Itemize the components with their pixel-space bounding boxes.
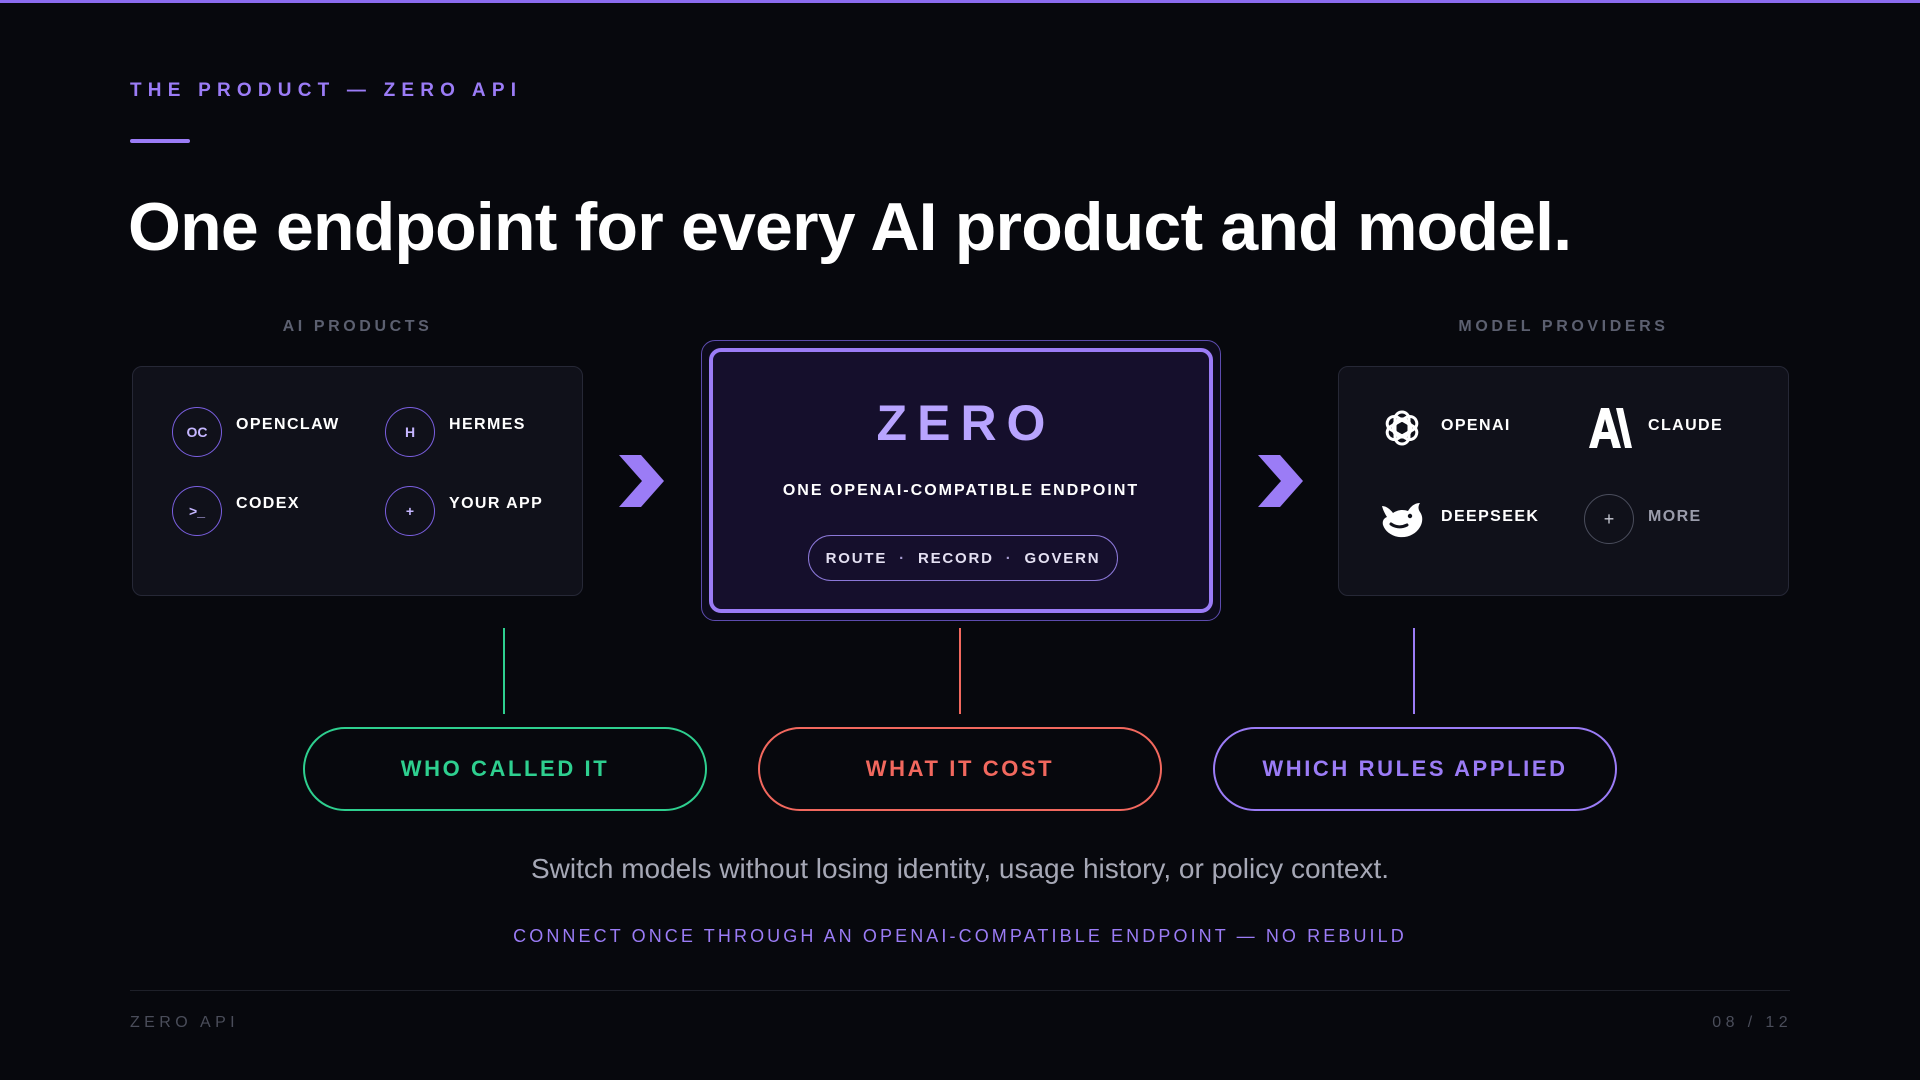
provider-label: CLAUDE bbox=[1648, 417, 1724, 434]
route-record-govern-pill: ROUTE · RECORD · GOVERN bbox=[808, 535, 1118, 581]
ai-products-panel: OC OPENCLAW H HERMES >_ CODEX + YOUR APP bbox=[132, 366, 583, 596]
pill-record: RECORD bbox=[917, 549, 994, 567]
footer-divider bbox=[130, 990, 1790, 991]
anthropic-logo-icon bbox=[1584, 403, 1634, 453]
pill-route: ROUTE bbox=[825, 549, 888, 567]
tag-which-rules-applied: WHICH RULES APPLIED bbox=[1213, 727, 1617, 811]
top-accent-rule bbox=[0, 0, 1920, 3]
model-providers-label: MODEL PROVIDERS bbox=[1458, 318, 1669, 335]
product-your-app: + YOUR APP bbox=[385, 486, 543, 536]
zero-subtitle: ONE OPENAI-COMPATIBLE ENDPOINT bbox=[782, 482, 1140, 499]
connector-what-cost bbox=[959, 628, 961, 714]
zero-endpoint-inner: ZERO ONE OPENAI-COMPATIBLE ENDPOINT ROUT… bbox=[709, 348, 1213, 613]
subcaption: CONNECT ONCE THROUGH AN OPENAI-COMPATIBL… bbox=[513, 926, 1407, 946]
terminal-prompt-icon: >_ bbox=[172, 486, 222, 536]
product-codex: >_ CODEX bbox=[172, 486, 300, 536]
tag-what-it-cost: WHAT IT COST bbox=[758, 727, 1162, 811]
page-title: One endpoint for every AI product and mo… bbox=[128, 189, 1572, 265]
eyebrow-underline bbox=[130, 139, 190, 143]
chevron-right-icon bbox=[1258, 455, 1303, 507]
connector-who-called bbox=[503, 628, 505, 714]
zero-endpoint-card: ZERO ONE OPENAI-COMPATIBLE ENDPOINT ROUT… bbox=[701, 340, 1221, 621]
provider-label: MORE bbox=[1648, 508, 1702, 525]
connector-rules bbox=[1413, 628, 1415, 714]
plus-icon: + bbox=[385, 486, 435, 536]
pill-separator: · bbox=[1005, 549, 1013, 567]
hermes-badge-icon: H bbox=[385, 407, 435, 457]
tag-who-called-it: WHO CALLED IT bbox=[303, 727, 707, 811]
pill-separator: · bbox=[899, 549, 906, 567]
zero-wordmark: ZERO bbox=[876, 395, 1056, 451]
page-number: 08 / 12 bbox=[1712, 1014, 1792, 1031]
openai-logo-icon bbox=[1377, 403, 1427, 453]
product-label: OPENCLAW bbox=[236, 416, 340, 433]
caption: Switch models without losing identity, u… bbox=[530, 853, 1390, 884]
product-openclaw: OC OPENCLAW bbox=[172, 407, 340, 457]
provider-claude: CLAUDE bbox=[1584, 403, 1723, 453]
provider-label: OPENAI bbox=[1441, 417, 1511, 434]
deepseek-logo-icon bbox=[1377, 494, 1427, 544]
pill-govern: GOVERN bbox=[1024, 549, 1101, 567]
provider-deepseek: DEEPSEEK bbox=[1377, 494, 1539, 544]
provider-label: DEEPSEEK bbox=[1441, 508, 1540, 525]
product-label: YOUR APP bbox=[449, 495, 544, 512]
product-label: CODEX bbox=[236, 495, 300, 512]
openclaw-badge-icon: OC bbox=[172, 407, 222, 457]
ai-products-label: AI PRODUCTS bbox=[282, 318, 433, 335]
plus-icon: + bbox=[1584, 494, 1634, 544]
footer-brand: ZERO API bbox=[130, 1014, 239, 1031]
eyebrow-label: THE PRODUCT — ZERO API bbox=[130, 80, 523, 101]
product-hermes: H HERMES bbox=[385, 407, 526, 457]
chevron-right-icon bbox=[619, 455, 664, 507]
model-providers-panel: OPENAI CLAUDE DEEPSEEK + MORE bbox=[1338, 366, 1789, 596]
provider-more: + MORE bbox=[1584, 494, 1702, 544]
product-label: HERMES bbox=[449, 416, 526, 433]
provider-openai: OPENAI bbox=[1377, 403, 1511, 453]
